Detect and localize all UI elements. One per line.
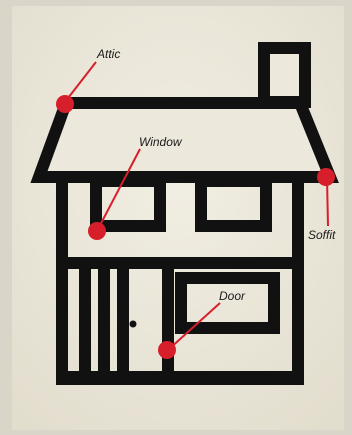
window-marker: [88, 222, 106, 240]
upper-right-window: [195, 175, 272, 232]
soffit-label: Soffit: [308, 228, 336, 242]
attic-marker: [56, 95, 74, 113]
attic-leader: [64, 61, 97, 103]
callout-markers: [56, 95, 335, 359]
door-marker: [158, 341, 176, 359]
lower-window: [175, 272, 280, 334]
door-leader: [167, 302, 221, 351]
door-label: Door: [219, 289, 246, 303]
chimney: [258, 42, 311, 108]
window-leader: [96, 148, 141, 232]
callouts: [64, 61, 329, 351]
door-knob: [129, 320, 137, 328]
soffit-marker: [317, 168, 335, 186]
window-label: Window: [139, 135, 183, 149]
roof: [30, 97, 339, 183]
soffit-leader: [326, 177, 329, 227]
upper-left-window: [90, 175, 166, 232]
attic-label: Attic: [96, 47, 120, 61]
